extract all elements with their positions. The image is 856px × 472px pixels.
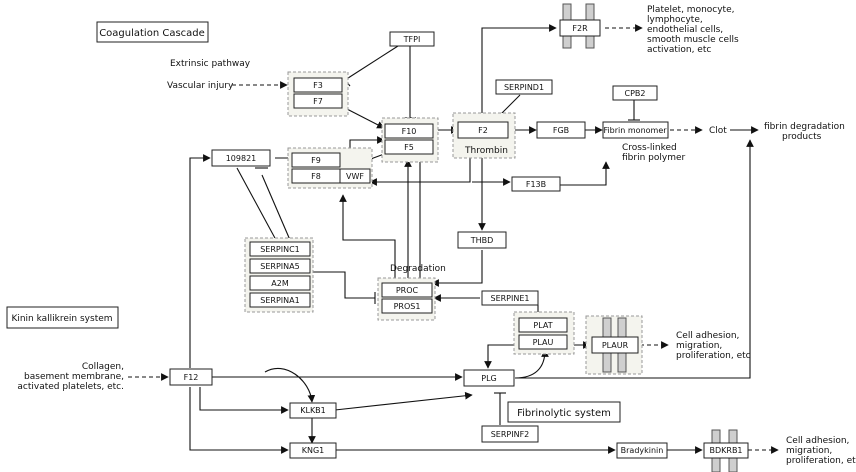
cell-adhesion-2-text-3: proliferation, etc <box>786 456 856 466</box>
svg-text:F10: F10 <box>402 127 417 136</box>
node-a2m[interactable]: A2M <box>249 275 311 291</box>
svg-text:SERPIND1: SERPIND1 <box>504 83 544 92</box>
node-f12[interactable]: F12 <box>169 368 213 386</box>
svg-text:PLG: PLG <box>481 374 496 383</box>
cell-adhesion-2-text-1: Cell adhesion, <box>786 436 849 446</box>
platelet-text-1: Platelet, monocyte, <box>647 5 734 15</box>
node-f8[interactable]: F8 <box>291 168 341 184</box>
node-109821[interactable]: 109821 <box>211 149 271 167</box>
svg-text:SERPINE1: SERPINE1 <box>490 294 529 303</box>
node-vwf[interactable]: VWF <box>339 168 371 184</box>
node-serpind1[interactable]: SERPIND1 <box>495 79 553 95</box>
cell-adhesion-1-text-1: Cell adhesion, <box>676 331 739 341</box>
extrinsic-pathway-text: Extrinsic pathway <box>170 59 251 69</box>
platelet-text-2: lymphocyte, <box>647 15 703 25</box>
svg-text:F12: F12 <box>184 373 199 382</box>
vascular-injury-text: Vascular injury <box>167 81 234 91</box>
svg-text:PROS1: PROS1 <box>394 302 421 311</box>
platelet-text-3: endothelial cells, <box>647 25 723 35</box>
node-pros1[interactable]: PROS1 <box>381 298 433 314</box>
node-f7[interactable]: F7 <box>293 93 343 109</box>
node-serpina5[interactable]: SERPINA5 <box>249 258 311 274</box>
node-f2[interactable]: F2 <box>457 121 509 139</box>
node-plau[interactable]: PLAU <box>518 334 568 350</box>
node-f9[interactable]: F9 <box>291 152 341 168</box>
node-f5[interactable]: F5 <box>384 139 434 155</box>
node-serpina1[interactable]: SERPINA1 <box>249 292 311 308</box>
crosslinked-text-1: Cross-linked <box>622 143 677 153</box>
fibrin-deg-text-1: fibrin degradation <box>764 122 845 132</box>
node-bradykinin[interactable]: Bradykinin <box>616 442 668 459</box>
svg-text:SERPINA5: SERPINA5 <box>260 262 299 271</box>
svg-text:SERPINA1: SERPINA1 <box>260 296 299 305</box>
svg-text:CPB2: CPB2 <box>625 89 646 98</box>
svg-text:FGB: FGB <box>553 126 569 135</box>
platelet-text-4: smooth muscle cells <box>647 35 739 45</box>
svg-text:F2: F2 <box>478 126 488 135</box>
node-proc[interactable]: PROC <box>381 282 433 298</box>
svg-text:KLKB1: KLKB1 <box>300 406 326 415</box>
svg-text:F5: F5 <box>404 143 414 152</box>
cell-adhesion-2-text-2: migration, <box>786 446 832 456</box>
svg-text:Fibrin monomer: Fibrin monomer <box>603 126 667 135</box>
cell-adhesion-1-text-3: proliferation, etc <box>676 351 751 361</box>
fibrin-deg-text-2: products <box>782 132 822 142</box>
svg-text:Kinin kallikrein system: Kinin kallikrein system <box>11 314 112 324</box>
thrombin-text: Thrombin <box>464 146 508 156</box>
collagen-text-1: Collagen, <box>82 362 124 372</box>
node-plg[interactable]: PLG <box>463 369 515 387</box>
node-fgb[interactable]: FGB <box>536 121 586 139</box>
clot-text: Clot <box>709 126 727 136</box>
node-kng1[interactable]: KNG1 <box>289 442 337 459</box>
node-klkb1[interactable]: KLKB1 <box>289 402 337 419</box>
edges <box>128 24 779 454</box>
svg-text:VWF: VWF <box>346 172 364 181</box>
collagen-text-2: basement membrane, <box>24 372 124 382</box>
node-serpinf2[interactable]: SERPINF2 <box>481 425 539 443</box>
node-bdkrb1[interactable]: BDKRB1 <box>703 442 749 459</box>
svg-text:F3: F3 <box>313 81 323 90</box>
node-tfpi[interactable]: TFPI <box>389 31 435 47</box>
svg-text:SERPINC1: SERPINC1 <box>260 245 300 254</box>
svg-text:A2M: A2M <box>271 279 289 288</box>
cell-adhesion-1-text-2: migration, <box>676 341 722 351</box>
svg-text:PLAU: PLAU <box>533 338 554 347</box>
svg-text:THBD: THBD <box>470 236 494 245</box>
platelet-text-5: activation, etc <box>647 45 711 55</box>
crosslinked-text-2: fibrin polymer <box>622 153 685 163</box>
svg-text:F8: F8 <box>311 172 321 181</box>
fibrinolytic-system-label: Fibrinolytic system <box>507 401 621 423</box>
node-f13b[interactable]: F13B <box>511 176 561 192</box>
svg-text:F7: F7 <box>313 97 323 106</box>
svg-text:PLAUR: PLAUR <box>602 341 629 350</box>
node-cpb2[interactable]: CPB2 <box>612 85 658 101</box>
svg-text:PLAT: PLAT <box>533 321 552 330</box>
svg-text:PROC: PROC <box>396 286 419 295</box>
svg-text:Bradykinin: Bradykinin <box>621 446 664 455</box>
svg-text:F13B: F13B <box>526 180 546 189</box>
node-f10[interactable]: F10 <box>384 123 434 139</box>
degradation-text: Degradation <box>390 264 446 274</box>
node-serpine1[interactable]: SERPINE1 <box>481 290 539 306</box>
svg-text:F2R: F2R <box>572 24 588 33</box>
node-serpinc1[interactable]: SERPINC1 <box>249 241 311 257</box>
coagulation-cascade-label: Coagulation Cascade <box>96 21 209 43</box>
svg-text:Coagulation Cascade: Coagulation Cascade <box>99 28 205 39</box>
kinin-system-label: Kinin kallikrein system <box>6 306 119 329</box>
node-f3[interactable]: F3 <box>293 77 343 93</box>
svg-text:BDKRB1: BDKRB1 <box>709 446 742 455</box>
svg-text:109821: 109821 <box>226 154 257 163</box>
node-f2r[interactable]: F2R <box>559 19 601 37</box>
collagen-text-3: activated platelets, etc. <box>17 382 124 392</box>
svg-text:F9: F9 <box>311 156 321 165</box>
svg-text:TFPI: TFPI <box>403 35 421 44</box>
node-plat[interactable]: PLAT <box>518 317 568 333</box>
node-thbd[interactable]: THBD <box>457 231 507 249</box>
svg-text:KNG1: KNG1 <box>302 446 325 455</box>
svg-text:SERPINF2: SERPINF2 <box>491 430 530 439</box>
node-plaur[interactable]: PLAUR <box>591 336 639 354</box>
node-fibrin-monomer[interactable]: Fibrin monomer <box>602 121 669 139</box>
svg-text:Fibrinolytic system: Fibrinolytic system <box>517 408 611 419</box>
